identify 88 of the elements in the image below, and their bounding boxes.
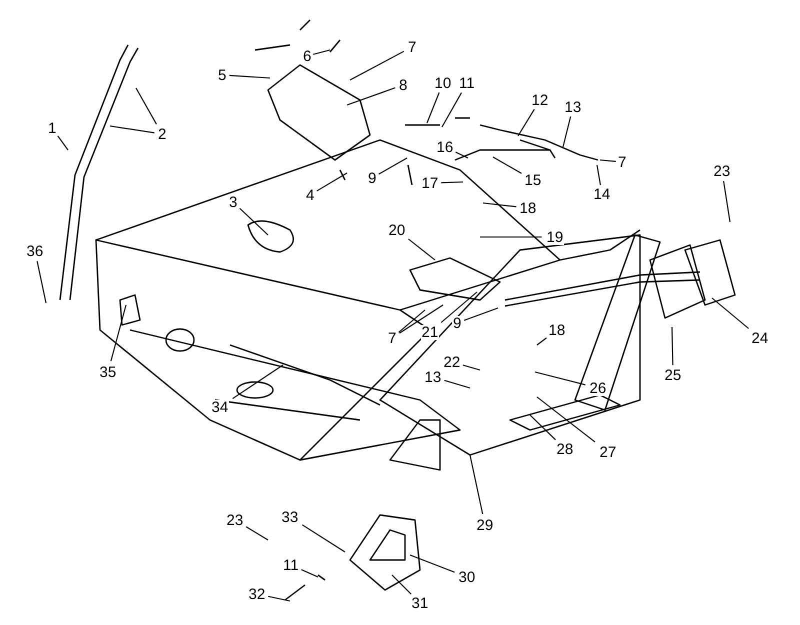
leader-line	[480, 236, 542, 238]
leader-line	[534, 371, 586, 386]
leader-line	[469, 454, 484, 514]
callout-number: 16	[436, 140, 454, 154]
leader-line	[712, 298, 749, 329]
callout-number: 24	[750, 330, 770, 346]
callout-number: 28	[556, 442, 574, 456]
callout-number: 23	[712, 164, 732, 178]
leader-line	[410, 554, 455, 573]
leader-line	[392, 574, 412, 594]
leader-line	[239, 208, 268, 236]
leader-line	[482, 202, 516, 208]
callout-number: 7	[387, 330, 398, 346]
callout-number: 9	[452, 316, 462, 330]
leader-line	[530, 414, 556, 440]
leader-line	[426, 92, 440, 124]
leader-line	[229, 74, 270, 79]
callout-number: 13	[564, 100, 582, 114]
leader-line	[313, 49, 330, 55]
callout-number: 4	[305, 188, 316, 202]
leader-line	[36, 260, 47, 304]
callout-number: 7	[617, 154, 628, 170]
callout-number: 23	[226, 512, 244, 528]
callout-number: 35	[98, 364, 118, 380]
callout-number: 22	[442, 354, 462, 370]
leader-line	[268, 596, 290, 602]
callout-number: 20	[388, 222, 406, 238]
leader-line	[455, 152, 468, 158]
leader-line	[562, 116, 572, 148]
leader-line	[301, 569, 318, 578]
callout-number: 18	[518, 200, 538, 216]
leader-line	[110, 304, 127, 362]
callout-number: 5	[217, 68, 228, 82]
leader-line	[536, 396, 596, 442]
callout-number: 14	[592, 186, 612, 202]
callout-number: 7	[407, 40, 418, 54]
callout-number: 6	[302, 48, 312, 64]
leader-line	[600, 159, 616, 162]
callout-number: 17	[420, 176, 440, 190]
callout-number: 12	[530, 92, 550, 108]
callout-number: 18	[548, 322, 566, 338]
callout-number: 33	[280, 510, 300, 524]
callout-number: 19	[546, 230, 564, 244]
leader-line	[302, 524, 346, 552]
leader-line	[232, 364, 284, 400]
leader-line	[518, 109, 535, 136]
leader-line	[57, 136, 68, 150]
callout-number: 3	[228, 194, 238, 210]
leader-line	[399, 304, 444, 334]
callout-number: 34	[210, 400, 230, 414]
callout-number: 32	[248, 586, 266, 602]
callout-number: 10	[434, 76, 452, 90]
callout-number: 27	[598, 444, 618, 460]
leader-line	[462, 364, 480, 371]
leader-line	[464, 307, 498, 321]
callout-number: 30	[458, 570, 476, 584]
callout-number: 9	[367, 170, 378, 186]
leader-line	[536, 337, 547, 346]
leader-line	[440, 292, 478, 323]
callout-number: 13	[424, 370, 442, 384]
callout-number: 2	[157, 126, 168, 142]
leader-line	[136, 88, 157, 124]
callout-number: 1	[47, 120, 58, 136]
leader-line	[444, 380, 470, 389]
callout-number: 21	[420, 324, 440, 340]
callout-number: 36	[26, 244, 44, 258]
leader-line	[723, 180, 731, 222]
callout-number: 31	[410, 596, 430, 610]
callout-number: 11	[282, 558, 300, 572]
callout-number: 8	[398, 78, 408, 92]
leader-line	[316, 172, 348, 192]
leader-line	[596, 164, 601, 186]
callout-number: 15	[524, 172, 542, 188]
leader-line	[246, 526, 268, 540]
callout-number: 29	[476, 518, 494, 532]
leader-line	[492, 156, 522, 174]
leader-line	[671, 326, 674, 366]
leader-line	[110, 125, 154, 134]
leader-line	[442, 92, 462, 128]
leader-line	[346, 87, 396, 106]
leader-line	[398, 310, 426, 333]
callout-number: 25	[664, 368, 682, 382]
callout-number: 11	[458, 76, 476, 90]
callout-number: 26	[588, 380, 608, 396]
leader-line	[378, 158, 408, 175]
leader-line	[441, 181, 464, 184]
leader-line	[408, 238, 436, 260]
leader-line	[350, 50, 404, 80]
